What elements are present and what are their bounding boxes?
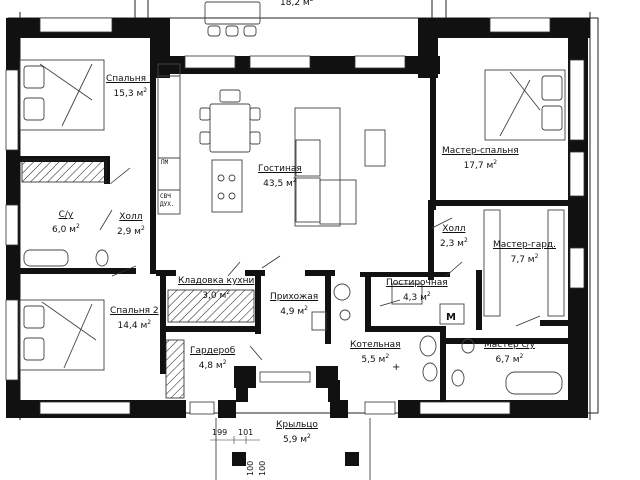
room-hall2: Холл 2,3 м2 [440, 224, 468, 250]
room-master-bath-area: 6,7 м [495, 355, 520, 365]
room-master-wardrobe: Мастер-гард. 7,7 м2 [493, 240, 556, 266]
room-bedroom1: Спальня 1 15,3 м2 [106, 74, 155, 100]
area-exp: 2 [307, 433, 311, 440]
room-laundry-name: Постирочная [386, 278, 448, 288]
room-bath-name: С/у [58, 210, 74, 220]
room-bedroom2-area: 14,4 м [117, 321, 148, 331]
room-bath: С/у 6,0 м2 [52, 210, 80, 236]
room-bedroom1-area: 15,3 м [113, 89, 144, 99]
room-hall1: Холл 2,9 м2 [117, 212, 145, 238]
dimension-1: 199 [212, 428, 228, 437]
area-exp: 2 [426, 291, 431, 298]
room-bedroom1-name: Спальня 1 [106, 74, 155, 84]
room-terrace: 18,2 м2 [280, 0, 314, 9]
room-master-bath-name: Мастер с/у [484, 340, 535, 350]
room-boiler-name: Котельная [350, 340, 401, 350]
room-master-wardrobe-name: Мастер-гард. [493, 240, 557, 250]
area-exp: 2 [463, 237, 468, 244]
area-exp: 2 [75, 223, 80, 230]
room-living: Гостиная 43,5 м2 [258, 164, 302, 190]
area-exp: 2 [222, 359, 227, 366]
room-pantry: Кладовка кухни 3,0 м2 [178, 276, 254, 302]
oven-label: ДУХ. [160, 201, 175, 208]
room-terrace-area: 18,2 м [280, 0, 310, 8]
room-hall1-area: 2,9 м [117, 227, 141, 237]
room-porch-area: 5,9 м [283, 435, 308, 445]
room-pantry-area: 3,0 м [202, 291, 227, 301]
area-exp: 2 [310, 0, 314, 3]
room-master-bedroom-name: Мастер-спальня [442, 146, 519, 156]
area-exp: 2 [143, 87, 148, 94]
room-hall2-name: Холл [442, 224, 466, 234]
room-laundry-area: 4,3 м [402, 293, 427, 303]
room-master-wardrobe-area: 7,7 м [510, 255, 535, 265]
room-pantry-name: Кладовка кухни [178, 276, 255, 286]
room-living-area: 43,5 м [263, 179, 293, 189]
microwave-label: СВЧ [160, 193, 171, 200]
dimension-3: 100 [246, 460, 255, 476]
room-wardrobe-area: 4,8 м [198, 361, 223, 371]
area-exp: 2 [304, 305, 308, 312]
area-exp: 2 [385, 353, 390, 360]
room-wardrobe: Гардероб 4,8 м2 [190, 346, 235, 372]
dimension-4: 100 [258, 460, 267, 476]
drain-mark: + [392, 362, 401, 373]
meter-mark: M [446, 312, 456, 323]
room-entry-area: 4,9 м [280, 307, 305, 317]
room-entry-name: Прихожая [270, 292, 319, 302]
room-master-bedroom-area: 17,7 м [463, 161, 494, 171]
area-exp: 2 [534, 253, 539, 260]
room-hall1-name: Холл [119, 212, 143, 222]
area-exp: 2 [519, 353, 524, 360]
area-exp: 2 [292, 177, 297, 184]
room-wardrobe-name: Гардероб [190, 346, 236, 356]
dishwasher-label: ПМ [161, 159, 169, 166]
area-exp: 2 [140, 225, 145, 232]
room-hall2-area: 2,3 м [440, 239, 464, 249]
area-exp: 2 [147, 319, 152, 326]
room-master-bath: Мастер с/у 6,7 м2 [484, 340, 535, 366]
room-bedroom2-name: Спальня 2 [110, 306, 159, 316]
dimension-2: 101 [238, 428, 254, 437]
room-bath-area: 6,0 м [52, 225, 76, 235]
room-bedroom2: Спальня 2 14,4 м2 [110, 306, 159, 332]
room-master-bedroom: Мастер-спальня 17,7 м2 [442, 146, 519, 172]
room-porch: Крыльцо 5,9 м2 [276, 420, 318, 446]
room-living-name: Гостиная [258, 164, 302, 174]
area-exp: 2 [493, 159, 498, 166]
fridge-label: REF [160, 67, 171, 74]
room-entry: Прихожая 4,9 м2 [270, 292, 318, 318]
area-exp: 2 [226, 289, 231, 296]
room-porch-name: Крыльцо [276, 420, 318, 430]
room-laundry: Постирочная 4,3 м2 [386, 278, 448, 304]
room-boiler: Котельная 5,5 м2 [350, 340, 401, 366]
room-boiler-area: 5,5 м [361, 355, 386, 365]
